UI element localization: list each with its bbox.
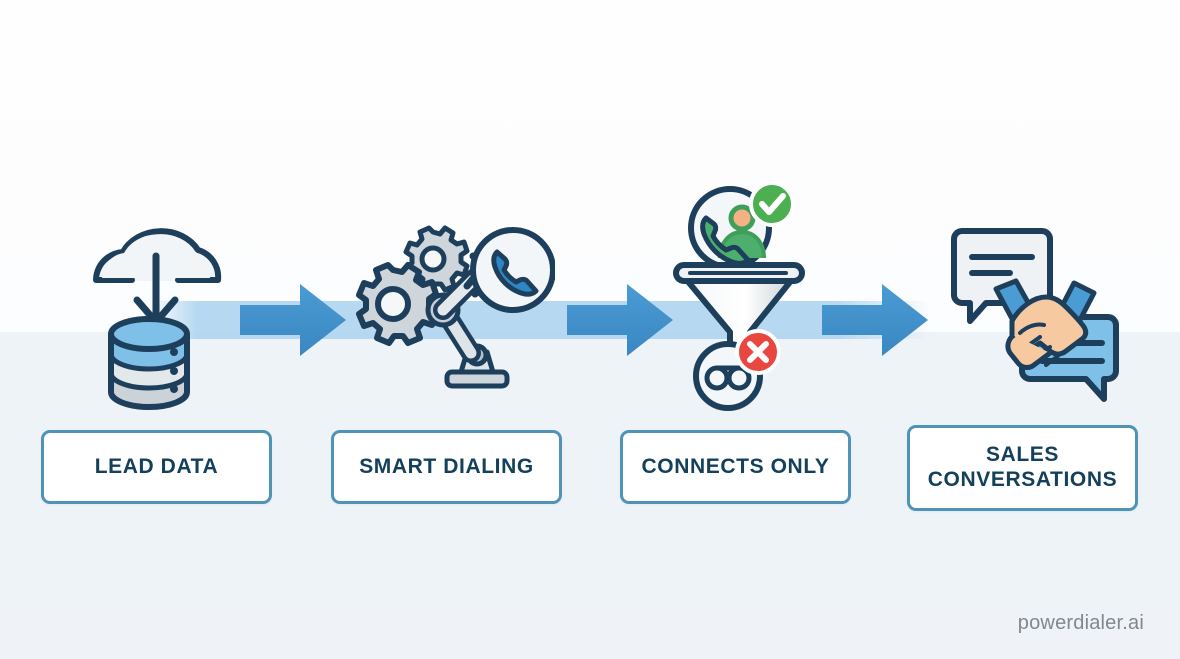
- step-label-sales-conversations[interactable]: SALES CONVERSATIONS: [907, 425, 1138, 511]
- step-label-smart-dialing[interactable]: SMART DIALING: [331, 430, 562, 504]
- cloud-database-icon: [70, 196, 250, 416]
- arrow-1: [238, 282, 348, 358]
- step-label-text: CONNECTS ONLY: [641, 454, 830, 478]
- step-label-text: SALES CONVERSATIONS: [927, 443, 1118, 491]
- step-label-connects-only[interactable]: CONNECTS ONLY: [620, 430, 851, 504]
- robot-arm-phone-gears-icon: [355, 220, 556, 400]
- step-label-lead-data[interactable]: LEAD DATA: [41, 430, 272, 504]
- funnel-filter-icon: [668, 180, 813, 412]
- arrow-3: [820, 282, 930, 358]
- step-label-text: SMART DIALING: [359, 454, 534, 478]
- watermark: powerdialer.ai: [1017, 612, 1144, 634]
- step-label-text: LEAD DATA: [94, 454, 219, 478]
- arrow-2: [565, 282, 675, 358]
- handshake-speech-bubbles-icon: [940, 215, 1130, 405]
